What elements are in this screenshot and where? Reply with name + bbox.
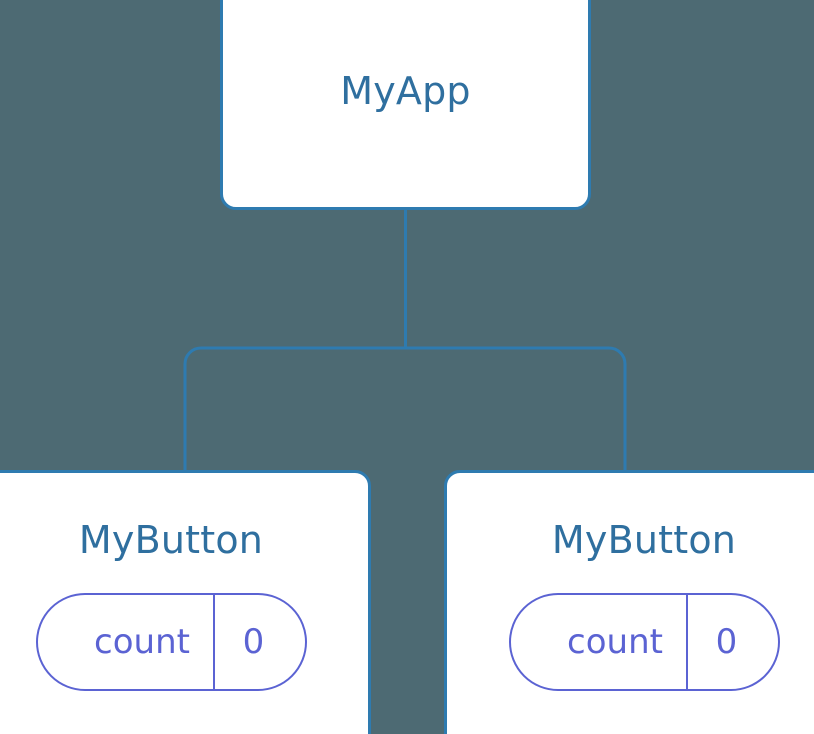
state-key: count xyxy=(38,595,215,689)
node-mybutton-right[interactable]: MyButton count 0 xyxy=(444,470,814,734)
edge-root-to-left-child xyxy=(183,346,406,472)
state-value: 0 xyxy=(715,622,738,662)
node-title: MyButton xyxy=(551,518,737,562)
state-value: 0 xyxy=(242,622,265,662)
node-myapp[interactable]: MyApp xyxy=(220,0,591,210)
state-pill[interactable]: count 0 xyxy=(508,593,780,691)
state-pill[interactable]: count 0 xyxy=(35,593,307,691)
node-title: MyButton xyxy=(78,518,264,562)
edge-root-to-right-child xyxy=(405,346,627,472)
node-mybutton-left[interactable]: MyButton count 0 xyxy=(0,470,371,734)
node-title: MyApp xyxy=(340,69,471,113)
state-key: count xyxy=(511,595,688,689)
